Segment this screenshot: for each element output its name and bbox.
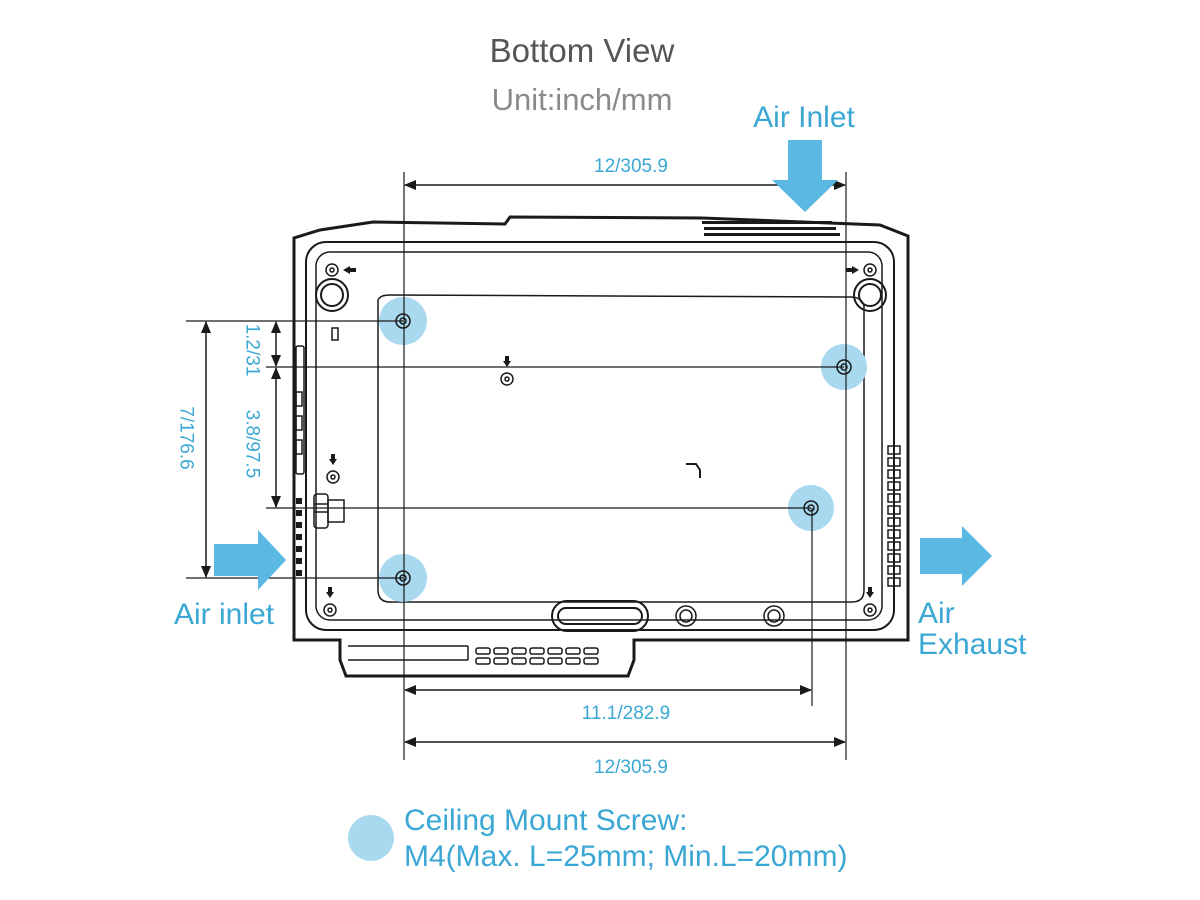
handle-recess <box>551 600 649 632</box>
corner-screws <box>323 263 877 617</box>
legend-swatch <box>348 815 394 861</box>
vent-grille-top <box>702 221 840 236</box>
adjustable-foot-right <box>853 278 887 312</box>
air-inlet-top-arrow <box>772 140 838 212</box>
page-title: Bottom View <box>489 32 675 69</box>
air-exhaust-label: Air Exhaust <box>918 597 1027 661</box>
unit-label: Unit:inch/mm <box>491 82 673 117</box>
legend-line-1: Ceiling Mount Screw: <box>404 804 688 837</box>
focus-zoom-knobs <box>675 605 785 627</box>
dimension-vertical-mid: 3.8/97.5 <box>241 409 263 479</box>
dimension-top-width: 12/305.9 <box>594 156 668 177</box>
vent-grille-left <box>296 498 302 576</box>
air-exhaust-arrow <box>920 526 992 586</box>
side-buttons <box>295 345 305 475</box>
dimension-mid-width: 11.1/282.9 <box>581 703 671 724</box>
air-inlet-left-label: Air inlet <box>174 598 275 631</box>
corner-mark <box>686 463 701 478</box>
extension-lines <box>186 172 847 760</box>
dimension-lines <box>201 180 846 747</box>
dimension-bottom-width: 12/305.9 <box>594 757 668 778</box>
dimension-vertical-small: 1.2/31 <box>241 323 263 377</box>
adjustable-foot-left <box>315 278 349 312</box>
dimension-vertical-large: 7/176.6 <box>175 406 197 470</box>
air-inlet-left-arrow <box>214 530 286 590</box>
vent-grille-bottom <box>475 647 599 665</box>
air-inlet-top-label: Air Inlet <box>753 101 855 134</box>
ceiling-mount-screws <box>379 297 867 602</box>
small-slot <box>331 327 339 341</box>
legend-line-2: M4(Max. L=25mm; Min.L=20mm) <box>404 840 848 873</box>
screw-arrow-icons <box>326 266 874 598</box>
security-lock-slot <box>313 493 345 529</box>
vent-grille-right <box>887 445 901 587</box>
